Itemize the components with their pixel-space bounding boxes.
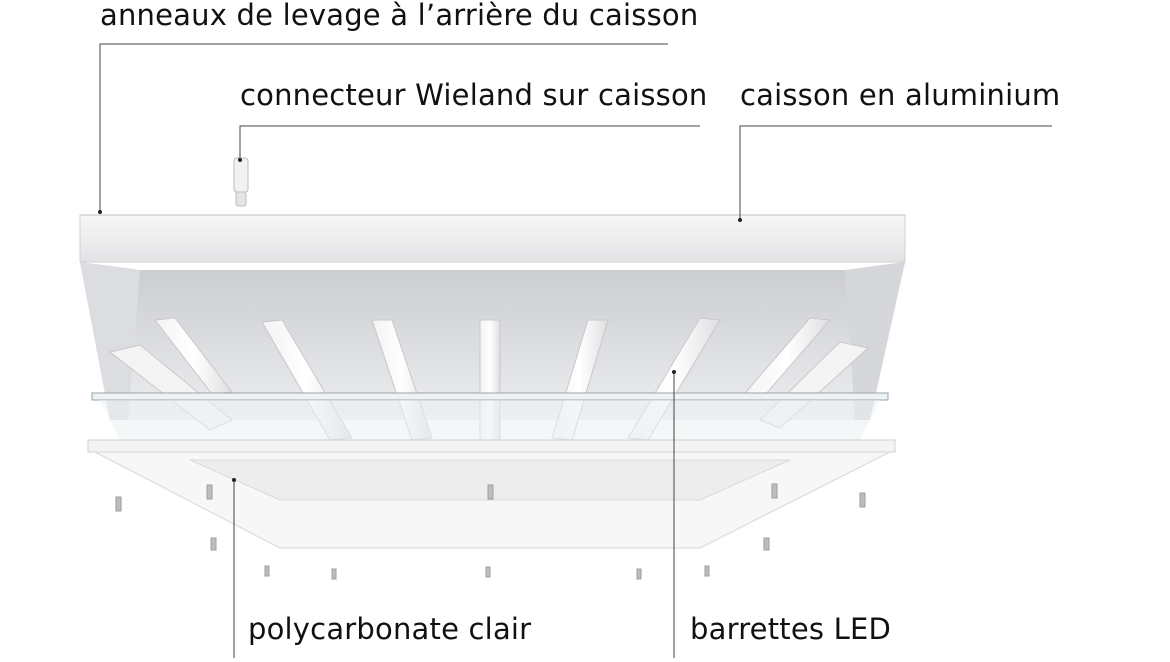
wieland-connector-label: connecteur Wieland sur caisson: [240, 78, 708, 112]
led-strips-label: barrettes LED: [690, 612, 892, 646]
aluminium-housing-label: caisson en aluminium: [740, 78, 1061, 112]
diffuser-frame: [87, 439, 896, 549]
screws: [115, 483, 866, 580]
wieland-connector-part: [233, 157, 249, 207]
polycarbonate-label: polycarbonate clair: [248, 612, 532, 646]
leader-lines: [99, 43, 1052, 658]
leader-dots: [98, 158, 742, 482]
lifting-rings-label: anneaux de levage à l’arrière du caisson: [100, 0, 699, 32]
aluminium-housing: [79, 214, 906, 420]
polycarbonate-sheet: [91, 392, 889, 440]
